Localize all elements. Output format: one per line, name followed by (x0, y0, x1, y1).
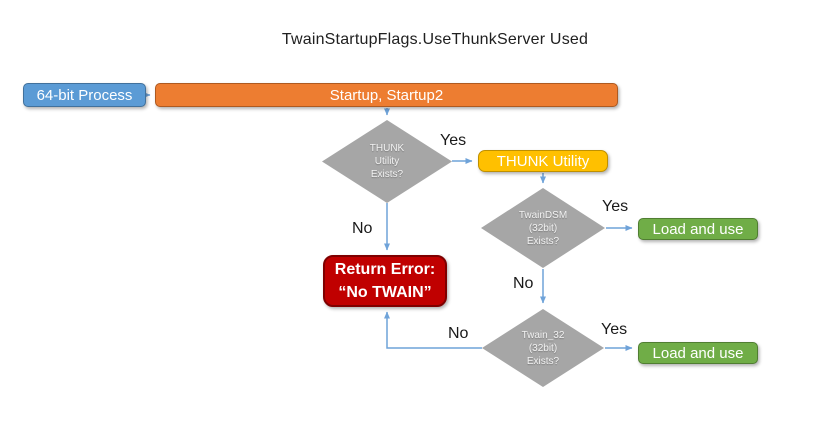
node-startup: Startup, Startup2 (155, 83, 618, 107)
node-return-error-line1: Return Error: (334, 261, 436, 278)
node-startup-label: Startup, Startup2 (329, 86, 444, 104)
node-load-and-use-top-label: Load and use (652, 220, 744, 238)
node-64bit-process: 64-bit Process (23, 83, 146, 107)
node-load-and-use-bottom: Load and use (638, 342, 758, 364)
node-thunk-utility: THUNK Utility (478, 150, 608, 172)
decision-twaindsm-line2: (32bit) (528, 222, 558, 234)
edge-label-twain32-yes: Yes (601, 321, 628, 338)
decision-twaindsm-line3: Exists? (526, 235, 560, 247)
edge-label-twaindsm-yes: Yes (602, 198, 629, 215)
edge-label-thunk-yes: Yes (440, 132, 467, 149)
node-load-and-use-top: Load and use (638, 218, 758, 240)
node-return-error: Return Error: “No TWAIN” (323, 255, 447, 307)
edge-label-thunk-no: No (352, 220, 373, 237)
edge-label-twain32-no: No (448, 325, 469, 342)
decision-thunk-line2: Utility (374, 156, 400, 167)
decision-twain32-line3: Exists? (526, 355, 560, 367)
decision-thunk-line1: THUNK (369, 143, 405, 154)
decision-twaindsm-line1: TwainDSM (518, 209, 568, 221)
decision-twain32-exists: Twain_32 (32bit) Exists? (482, 309, 604, 387)
decision-thunk-utility-exists: THUNK Utility Exists? (322, 120, 452, 203)
decision-twain32-line1: Twain_32 (521, 329, 565, 341)
node-load-and-use-bottom-label: Load and use (652, 344, 744, 362)
node-return-error-line2: “No TWAIN” (338, 284, 432, 301)
node-thunk-utility-label: THUNK Utility (496, 152, 590, 170)
decision-twain32-line2: (32bit) (528, 342, 558, 354)
edge-label-twaindsm-no: No (513, 275, 534, 292)
decision-twaindsm-exists: TwainDSM (32bit) Exists? (481, 188, 605, 268)
node-64bit-process-label: 64-bit Process (36, 86, 133, 104)
diagram-title: TwainStartupFlags.UseThunkServer Used (281, 31, 589, 48)
decision-thunk-line3: Exists? (370, 169, 404, 180)
